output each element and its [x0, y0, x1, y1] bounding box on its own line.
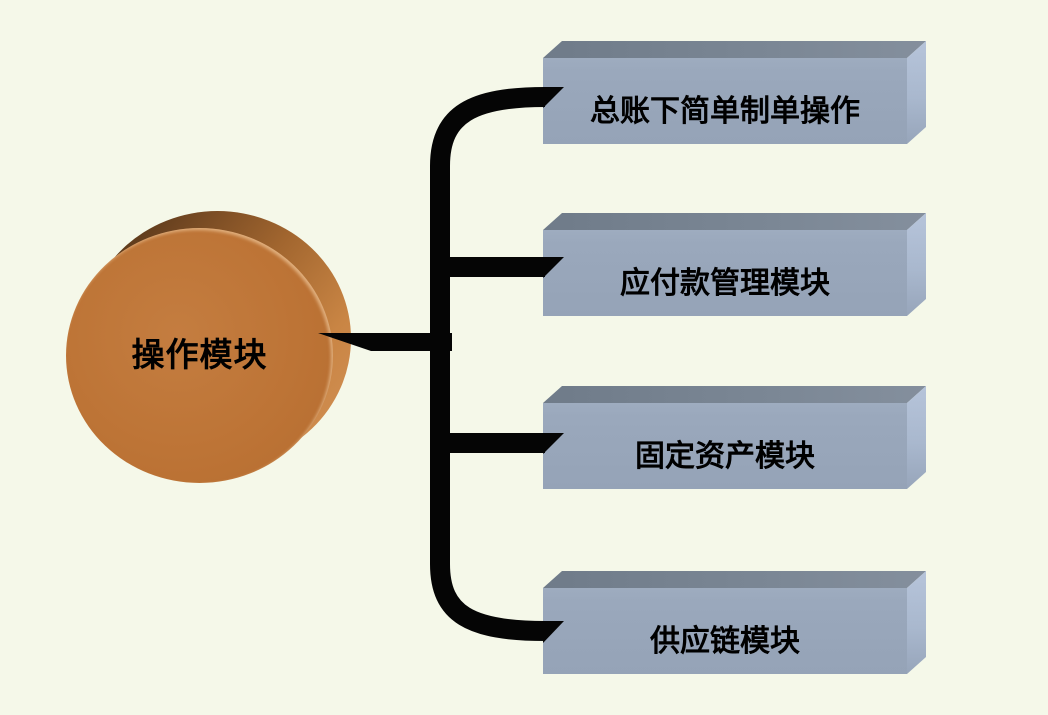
root-node-label: 操作模块 [131, 337, 268, 374]
module-box-3[interactable]: 固定资产模块 [543, 386, 926, 489]
root-node-circle[interactable]: 操作模块 [66, 211, 352, 484]
module-box-2-label: 应付款管理模块 [620, 266, 830, 300]
box-front-face [543, 386, 926, 489]
box-front-face [543, 571, 926, 674]
module-box-4[interactable]: 供应链模块 [543, 571, 926, 674]
module-box-1[interactable]: 总账下简单制单操作 [543, 41, 926, 144]
connector-trunk [430, 87, 546, 641]
module-box-1-label: 总账下简单制单操作 [590, 94, 860, 128]
module-box-2[interactable]: 应付款管理模块 [543, 213, 926, 316]
circle-front-face [66, 228, 333, 483]
box-front-face [543, 41, 926, 144]
module-box-4-label: 供应链模块 [650, 624, 800, 658]
module-box-3-label: 固定资产模块 [635, 439, 815, 473]
box-front-face [543, 213, 926, 316]
